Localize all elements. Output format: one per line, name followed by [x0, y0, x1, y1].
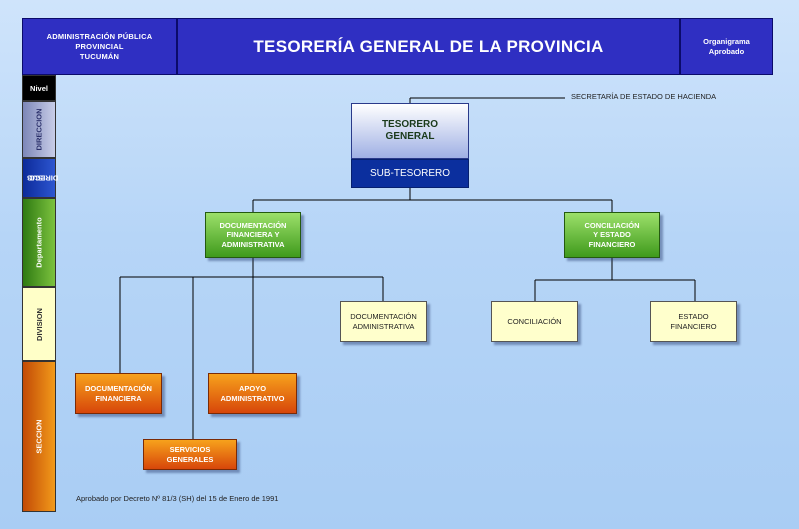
level-header: Nivel — [22, 75, 56, 101]
node-line: DOCUMENTACIÓN — [85, 384, 152, 393]
node-line: Y ESTADO — [593, 230, 631, 240]
header-status: Organigrama Aprobado — [680, 18, 773, 75]
node-line: SERVICIOS — [169, 445, 211, 454]
node-line: ADMINISTRATIVA — [352, 321, 415, 331]
node-line: GENERALES — [166, 454, 214, 464]
header-organization: ADMINISTRACIÓN PÚBLICA PROVINCIAL TUCUMÁ… — [22, 18, 177, 75]
node-line: ESTADO — [678, 312, 709, 321]
node-line: TESORERO — [381, 119, 439, 130]
level-division-label: DIVISION — [34, 307, 44, 341]
node-documentacion-administrativa: DOCUMENTACIÓN ADMINISTRATIVA — [340, 301, 427, 342]
secretaria-label: SECRETARÍA DE ESTADO DE HACIENDA — [571, 92, 717, 101]
header-status-line: Organigrama — [703, 36, 750, 46]
level-direccion: DIRECCION — [22, 101, 56, 158]
node-estado-financiero: ESTADO FINANCIERO — [650, 301, 737, 342]
node-conciliacion: CONCILIACIÓN — [491, 301, 578, 342]
level-direccion-label: DIRECCION — [34, 108, 44, 151]
header-org-line: TUCUMÁN — [79, 51, 120, 61]
header-org-line: PROVINCIAL — [75, 41, 124, 51]
level-departamento: Departamento — [22, 198, 56, 287]
level-seccion-label: SECCION — [34, 419, 44, 454]
node-documentacion-financiera-administrativa: DOCUMENTACIÓN FINANCIERA Y ADMINISTRATIV… — [205, 212, 301, 258]
node-servicios-generales: SERVICIOS GENERALES — [143, 439, 237, 470]
level-subdireccion-label: SUB DIRECC — [27, 164, 58, 193]
header-status-line: Aprobado — [708, 46, 745, 56]
node-line: ADMINISTRATIVO — [220, 393, 285, 403]
node-line: FINANCIERO — [588, 239, 636, 249]
node-tesorero-general: TESORERO GENERAL — [351, 103, 469, 159]
level-division: DIVISION — [22, 287, 56, 361]
level-departamento-label: Departamento — [34, 217, 44, 268]
node-sub-tesorero: SUB-TESORERO — [351, 159, 469, 188]
approval-note: Aprobado por Decreto Nº 81/3 (SH) del 15… — [76, 494, 279, 503]
node-line: GENERAL — [385, 131, 435, 142]
node-line: ADMINISTRATIVA — [221, 239, 285, 249]
node-line: DOCUMENTACIÓN — [350, 312, 417, 321]
node-line: DOCUMENTACIÓN — [219, 220, 287, 230]
node-line: FINANCIERO — [670, 321, 717, 331]
node-documentacion-financiera: DOCUMENTACIÓN FINANCIERA — [75, 373, 162, 414]
node-apoyo-administrativo: APOYO ADMINISTRATIVO — [208, 373, 297, 414]
node-line: APOYO — [238, 384, 267, 393]
node-line: FINANCIERA Y — [226, 230, 280, 240]
level-seccion: SECCION — [22, 361, 56, 512]
level-header-label: Nivel — [30, 83, 48, 93]
header-org-line: ADMINISTRACIÓN PÚBLICA — [46, 31, 153, 41]
node-line: FINANCIERA — [95, 393, 142, 403]
node-line: CONCILIACIÓN — [584, 220, 640, 230]
page-title: TESORERÍA GENERAL DE LA PROVINCIA — [177, 18, 680, 75]
node-conciliacion-estado-financiero: CONCILIACIÓN Y ESTADO FINANCIERO — [564, 212, 660, 258]
level-subdireccion-line: DIRECC — [29, 173, 58, 183]
level-subdireccion: SUB DIRECC — [22, 158, 58, 198]
